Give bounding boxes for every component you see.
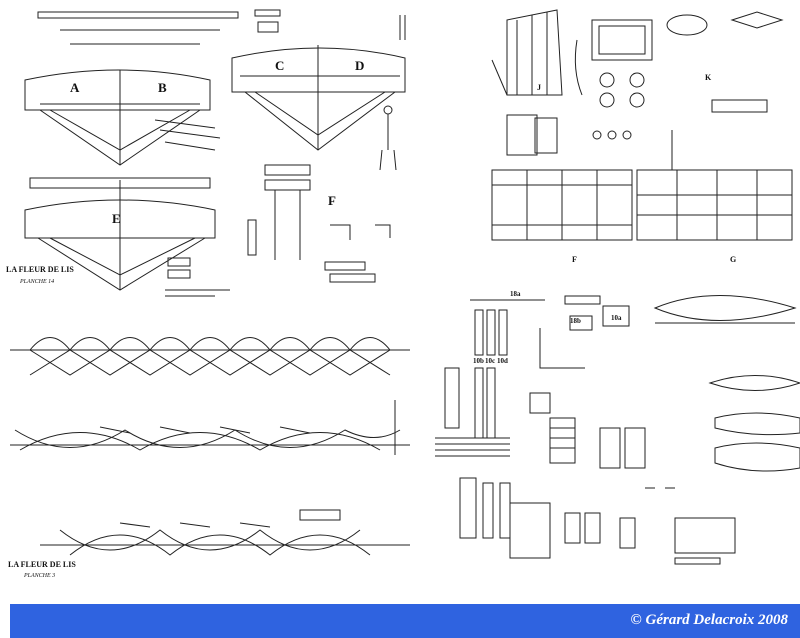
part-label-d: D [355,58,364,73]
plate-right-top-drawing: J K F G [491,9,793,264]
plate-3-subtitle: PLANCHE 3 [23,573,55,579]
plate-14-sheet: A B C D E F LA FLEUR DE LIS PLANCHE 14 [0,0,415,315]
part-label-10b: 10b [473,357,484,365]
plate-3-sheet: LA FLEUR DE LIS PLANCHE 3 [0,315,415,597]
part-label-g: G [730,255,736,264]
plate-right-bottom-sheet: 18a 18b 10a 10b 10c 10d [425,288,800,580]
plate-3-title: LA FLEUR DE LIS [8,560,76,569]
plate-14-drawing: A B C D E F LA FLEUR DE LIS PLANCHE 14 [6,9,406,297]
part-label-f: F [328,193,336,208]
part-label-f-plan: F [572,255,577,264]
part-label-a: A [70,80,80,95]
plate-14-subtitle: PLANCHE 14 [19,278,54,285]
plate-right-bottom-drawing: 18a 18b 10a 10b 10c 10d [435,290,800,565]
plate-right-top-sheet: J K F G [487,0,800,272]
plate-14-title: LA FLEUR DE LIS [6,265,74,274]
plate-3-drawing: LA FLEUR DE LIS PLANCHE 3 [8,337,410,579]
part-label-c: C [275,58,284,73]
part-label-10c: 10c [485,357,495,365]
part-label-18a: 18a [510,290,521,298]
part-label-10a: 10a [611,314,622,322]
part-label-j: J [537,83,541,92]
part-label-e: E [112,211,121,226]
copyright-bar: © Gérard Delacroix 2008 [10,604,800,638]
part-label-10d: 10d [497,357,508,365]
part-label-18b: 18b [570,317,581,325]
copyright-text: © Gérard Delacroix 2008 [630,612,788,628]
part-label-b: B [158,80,167,95]
part-label-k: K [705,73,712,82]
